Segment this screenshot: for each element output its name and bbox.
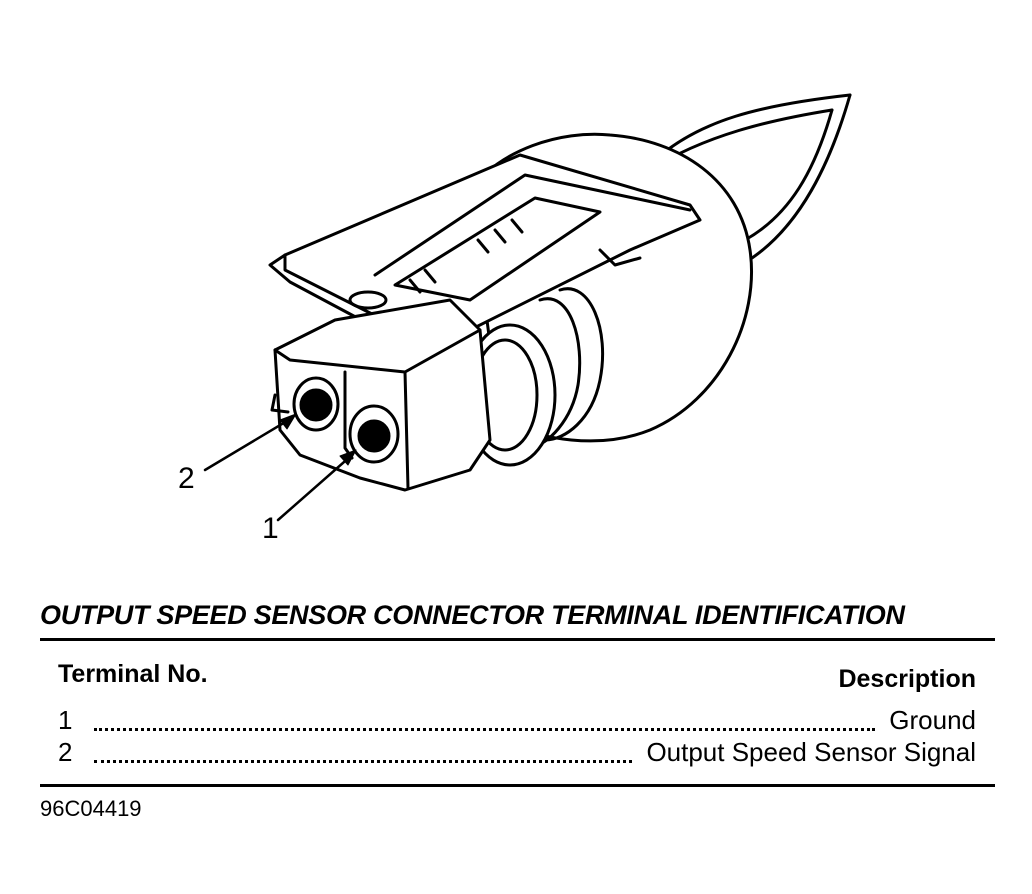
table-row: 2 Output Speed Sensor Signal xyxy=(58,737,976,768)
header-description: Description xyxy=(838,665,976,693)
table-row: 1 Ground xyxy=(58,705,976,736)
figure-id: 96C04419 xyxy=(40,796,142,821)
housing-front-edge xyxy=(403,370,410,490)
barrel-seam-2 xyxy=(528,297,582,450)
tab-latch xyxy=(348,290,388,310)
tab-slot xyxy=(393,196,602,302)
table-bottom-rule xyxy=(40,784,995,787)
table-title: OUTPUT SPEED SENSOR CONNECTOR TERMINAL I… xyxy=(40,600,905,630)
leader-1 xyxy=(276,453,354,522)
terminal-number: 2 xyxy=(58,737,73,767)
wire-upper xyxy=(653,93,852,162)
table-top-rule xyxy=(40,638,995,641)
terminal-housing xyxy=(273,298,492,492)
housing-top-face xyxy=(273,328,482,374)
housing-notch xyxy=(270,393,290,414)
callout-terminal-1: 1 xyxy=(262,512,279,545)
terminal-description: Output Speed Sensor Signal xyxy=(646,737,976,767)
wire-drop xyxy=(743,108,834,242)
header-terminal-no: Terminal No. xyxy=(58,660,208,688)
terminal-description: Ground xyxy=(889,705,976,735)
dot-leader xyxy=(94,750,633,763)
pin-1 xyxy=(357,419,391,453)
wire-drop-2 xyxy=(750,93,852,260)
terminal-number: 1 xyxy=(58,705,73,735)
callout-terminal-2: 2 xyxy=(178,462,195,495)
pin-2 xyxy=(299,388,333,422)
leader-2 xyxy=(203,416,294,472)
connector-illustration xyxy=(203,93,852,522)
dot-leader xyxy=(94,718,876,731)
tab-inner xyxy=(373,173,692,277)
barrel-seam xyxy=(543,287,605,442)
